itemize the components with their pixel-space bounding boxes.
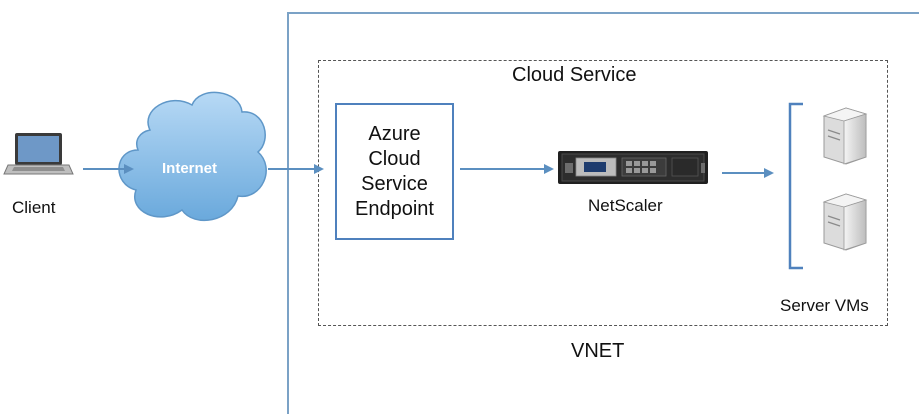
vnet-label: VNET bbox=[571, 340, 625, 362]
azure-endpoint-box: Azure Cloud Service Endpoint bbox=[335, 103, 454, 240]
vnet-boundary bbox=[287, 12, 919, 414]
cloud-service-label: Cloud Service bbox=[512, 64, 637, 86]
server-group-bracket bbox=[788, 102, 803, 270]
internet-label: Internet bbox=[162, 160, 218, 177]
netscaler-appliance-icon bbox=[558, 151, 708, 184]
azure-endpoint-label: Azure Cloud Service Endpoint bbox=[355, 122, 434, 220]
server-vms-label: Server VMs bbox=[780, 296, 869, 315]
server-icon bbox=[822, 107, 868, 165]
client-label: Client bbox=[12, 198, 56, 217]
laptop-icon bbox=[3, 133, 74, 175]
netscaler-label: NetScaler bbox=[588, 196, 663, 215]
server-icon bbox=[822, 193, 868, 251]
diagram-graphics bbox=[3, 91, 868, 270]
cloud-icon bbox=[118, 91, 267, 222]
cloud-service-boundary bbox=[318, 60, 888, 326]
